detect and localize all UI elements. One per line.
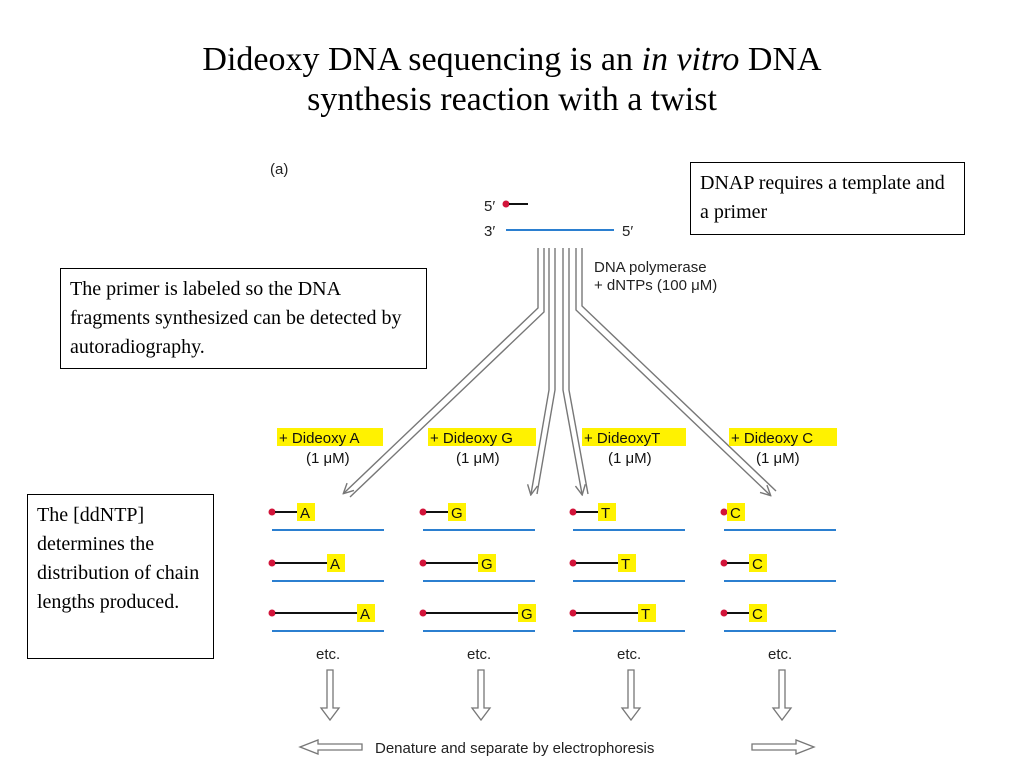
arrow-to-c <box>575 248 770 495</box>
electrophoresis-arrows <box>298 739 816 755</box>
panel-label: (a) <box>270 161 288 178</box>
label-dot <box>569 559 577 567</box>
reaction-conc-g: (1 μM) <box>456 450 500 467</box>
reaction-label-g: + Dideoxy G <box>430 430 513 447</box>
dideoxy-base-highlight <box>297 503 315 521</box>
title-italic: in vitro <box>641 41 740 78</box>
dideoxy-base-highlight <box>749 604 767 622</box>
dideoxy-base-highlight <box>638 604 656 622</box>
fragment-t-3: T <box>569 604 685 632</box>
fragment-c-2: C <box>720 554 836 582</box>
arrow-to-a <box>344 248 539 493</box>
dideoxy-base-letter: G <box>521 606 533 623</box>
title-text-end: DNA <box>739 41 822 78</box>
dideoxy-base-letter: C <box>752 606 763 623</box>
electrophoresis-label: Denature and separate by electrophoresis <box>375 740 654 757</box>
left-arrow <box>298 739 363 755</box>
label-dot <box>268 559 276 567</box>
label-dot <box>569 508 577 516</box>
dideoxy-base-highlight <box>618 554 636 572</box>
fragment-a-2: A <box>268 554 384 582</box>
label-dot <box>268 508 276 516</box>
reaction-conc-t: (1 μM) <box>608 450 652 467</box>
dideoxy-base-highlight <box>478 554 496 572</box>
dideoxy-base-letter: A <box>330 556 340 573</box>
etc-label-a: etc. <box>316 646 340 663</box>
label-dot <box>419 508 427 516</box>
reaction-label-c: + Dideoxy C <box>731 430 813 447</box>
label-dot <box>569 609 577 617</box>
distribution-arrows <box>344 248 777 498</box>
fragment-c-1: C <box>720 503 836 531</box>
dideoxy-base-highlight <box>598 503 616 521</box>
dideoxy-base-letter: A <box>300 505 310 522</box>
reaction-label-t: + DideoxyT <box>584 430 660 447</box>
arrow-to-g <box>531 248 550 494</box>
label-dot <box>268 609 276 617</box>
dideoxy-base-highlight <box>448 503 466 521</box>
title-text-start: Dideoxy DNA sequencing is an <box>202 41 642 78</box>
enzyme-label: DNA polymerase <box>594 259 707 276</box>
primer-5prime-label: 5′ <box>484 198 495 215</box>
dntp-label: + dNTPs (100 μM) <box>594 277 717 294</box>
dideoxy-base-highlight <box>327 554 345 572</box>
dideoxy-base-highlight <box>357 604 375 622</box>
label-dot <box>419 559 427 567</box>
dnap-callout: DNAP requires a template and a primer <box>690 162 965 235</box>
etc-label-g: etc. <box>467 646 491 663</box>
dideoxy-base-letter: C <box>752 556 763 573</box>
ddntp-callout: The [ddNTP] determines the distribution … <box>27 494 214 659</box>
dideoxy-base-highlight <box>727 503 745 521</box>
down-arrow-a <box>319 669 341 722</box>
fragment-groups: A A A G G G T T T C C C <box>268 503 836 632</box>
fragment-c-3: C <box>720 604 836 632</box>
right-arrow <box>751 739 816 755</box>
dideoxy-base-letter: T <box>641 606 650 623</box>
reaction-header-a: + Dideoxy A (1 μM) <box>277 428 383 467</box>
dideoxy-base-letter: G <box>481 556 493 573</box>
fragment-g-2: G <box>419 554 535 582</box>
title-line-2: synthesis reaction with a twist <box>307 81 717 118</box>
etc-label-t: etc. <box>617 646 641 663</box>
fragment-a-1: A <box>268 503 384 531</box>
down-arrow-g <box>470 669 492 722</box>
dideoxy-base-letter: T <box>621 556 630 573</box>
reaction-header-g: + Dideoxy G (1 μM) <box>428 428 536 467</box>
dideoxy-base-highlight <box>518 604 536 622</box>
primer-callout: The primer is labeled so the DNA fragmen… <box>60 268 427 369</box>
down-arrow-t <box>620 669 642 722</box>
slide-title: Dideoxy DNA sequencing is an in vitro DN… <box>0 40 1024 120</box>
fragment-g-3: G <box>419 604 536 632</box>
dideoxy-base-letter: A <box>360 606 370 623</box>
arrow-to-t <box>562 248 582 494</box>
etc-label-c: etc. <box>768 646 792 663</box>
dideoxy-base-letter: G <box>451 505 463 522</box>
down-arrows <box>319 669 793 722</box>
reaction-label-a: + Dideoxy A <box>279 430 359 447</box>
reaction-conc-a: (1 μM) <box>306 450 350 467</box>
fragment-g-1: G <box>419 503 535 531</box>
dideoxy-base-highlight <box>749 554 767 572</box>
label-dot <box>720 609 728 617</box>
label-dot <box>419 609 427 617</box>
label-dot <box>720 559 728 567</box>
reaction-header-c: + Dideoxy C (1 μM) <box>729 428 837 467</box>
label-dot <box>720 508 728 516</box>
fragment-a-3: A <box>268 604 384 632</box>
primer-label-dot <box>502 200 510 208</box>
dideoxy-base-letter: C <box>730 505 741 522</box>
reaction-conc-c: (1 μM) <box>756 450 800 467</box>
fragment-t-2: T <box>569 554 685 582</box>
fragment-t-1: T <box>569 503 685 531</box>
template-3prime-label: 3′ <box>484 223 495 240</box>
reaction-header-t: + DideoxyT (1 μM) <box>582 428 686 467</box>
down-arrow-c <box>771 669 793 722</box>
dideoxy-base-letter: T <box>601 505 610 522</box>
template-5prime-label: 5′ <box>622 223 633 240</box>
